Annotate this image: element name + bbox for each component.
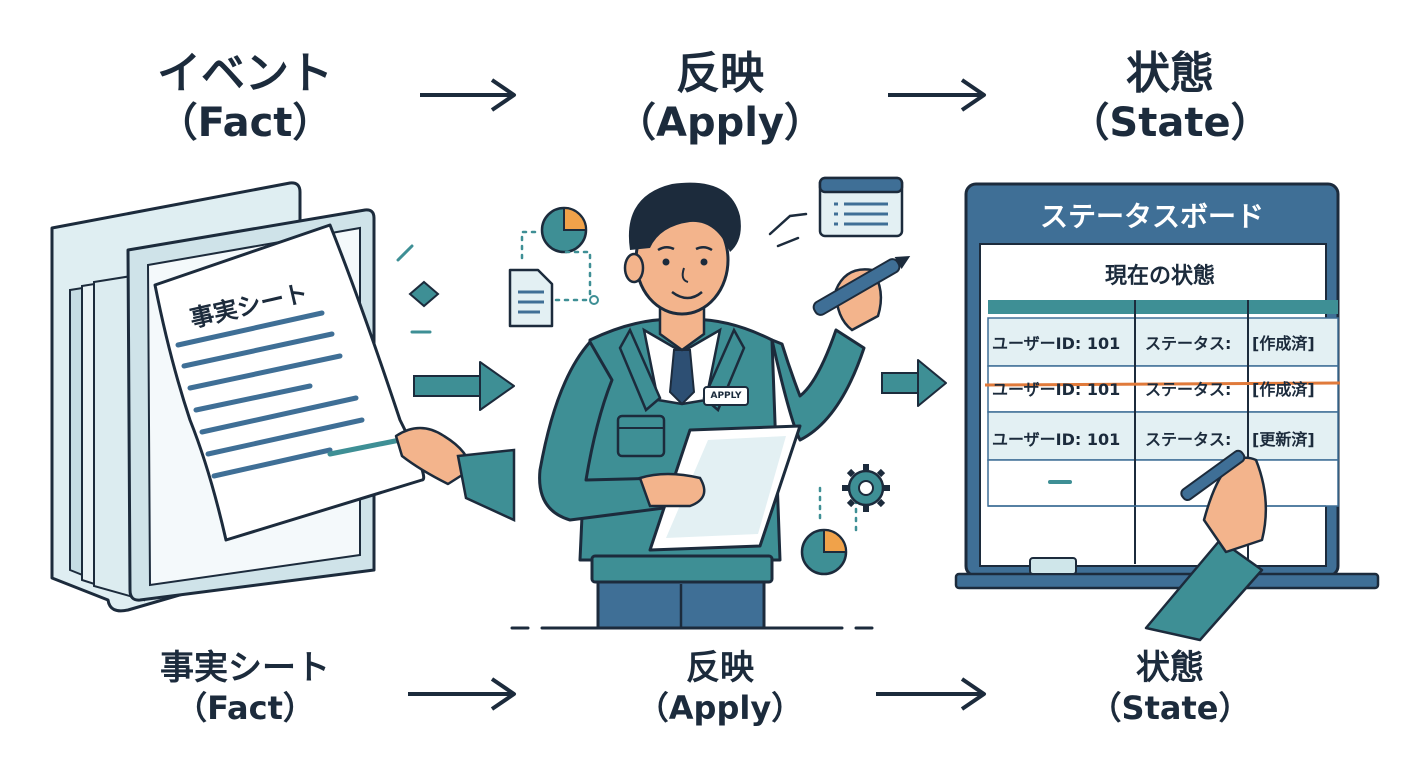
document-icon xyxy=(508,268,554,328)
header-fact-en: （Fact） xyxy=(157,99,333,146)
row2-user: ユーザーID: 101 xyxy=(992,380,1121,399)
row3-value: [更新済] xyxy=(1252,430,1315,449)
row2-status-label: ステータス: xyxy=(1145,380,1232,399)
flow-arrow-bottom-2 xyxy=(876,677,986,711)
hand-left xyxy=(394,426,516,522)
row3-status-label: ステータス: xyxy=(1145,430,1232,449)
header-fact: イベント （Fact） xyxy=(120,48,370,147)
flow-arrow-bottom-1 xyxy=(408,677,516,711)
footer-state-jp: 状態 xyxy=(1136,648,1204,688)
sparkle-marks xyxy=(396,244,432,334)
diamond-icon xyxy=(408,280,440,308)
pie-chart-icon xyxy=(540,206,588,254)
row1-status-label: ステータス: xyxy=(1145,334,1232,353)
row1-value: [作成済] xyxy=(1252,334,1315,353)
header-state: 状態 （State） xyxy=(1060,48,1280,147)
header-fact-jp: イベント xyxy=(157,48,333,99)
window-card-icon xyxy=(818,176,904,238)
footer-apply-jp: 反映 xyxy=(686,648,754,688)
footer-apply: 反映 （Apply） xyxy=(600,648,840,727)
row3-user: ユーザーID: 101 xyxy=(992,430,1121,449)
teal-arrow-left xyxy=(413,361,515,411)
footer-apply-en: （Apply） xyxy=(636,688,804,727)
header-state-en: （State） xyxy=(1069,99,1271,146)
hand-right xyxy=(1144,449,1268,642)
person xyxy=(538,182,911,630)
row2-value: [作成済] xyxy=(1252,380,1315,399)
flow-arrow-top-1 xyxy=(420,78,516,112)
connector-node xyxy=(589,295,599,305)
footer-fact: 事実シート （Fact） xyxy=(120,648,370,727)
row1-user: ユーザーID: 101 xyxy=(992,334,1121,353)
header-state-jp: 状態 xyxy=(1126,48,1214,99)
footer-state-en: （State） xyxy=(1089,688,1251,727)
board-subtitle: 現在の状態 xyxy=(1104,264,1215,289)
footer-fact-en: （Fact） xyxy=(175,688,315,727)
gear-icon xyxy=(842,464,890,512)
pie-chart-icon-2 xyxy=(800,528,848,576)
apply-badge: APPLY xyxy=(710,391,742,401)
header-apply: 反映 （Apply） xyxy=(600,48,840,147)
teal-arrow-right xyxy=(881,359,947,407)
flow-arrow-top-2 xyxy=(888,78,986,112)
swoosh-marks xyxy=(768,212,808,248)
footer-fact-jp: 事実シート xyxy=(160,648,330,688)
header-apply-jp: 反映 xyxy=(676,48,764,99)
connector-dots xyxy=(520,230,858,534)
header-apply-en: （Apply） xyxy=(615,99,824,146)
fact-sheet xyxy=(153,223,426,542)
footer-state: 状態 （State） xyxy=(1060,648,1280,727)
board-title: ステータスボード xyxy=(1039,200,1264,233)
